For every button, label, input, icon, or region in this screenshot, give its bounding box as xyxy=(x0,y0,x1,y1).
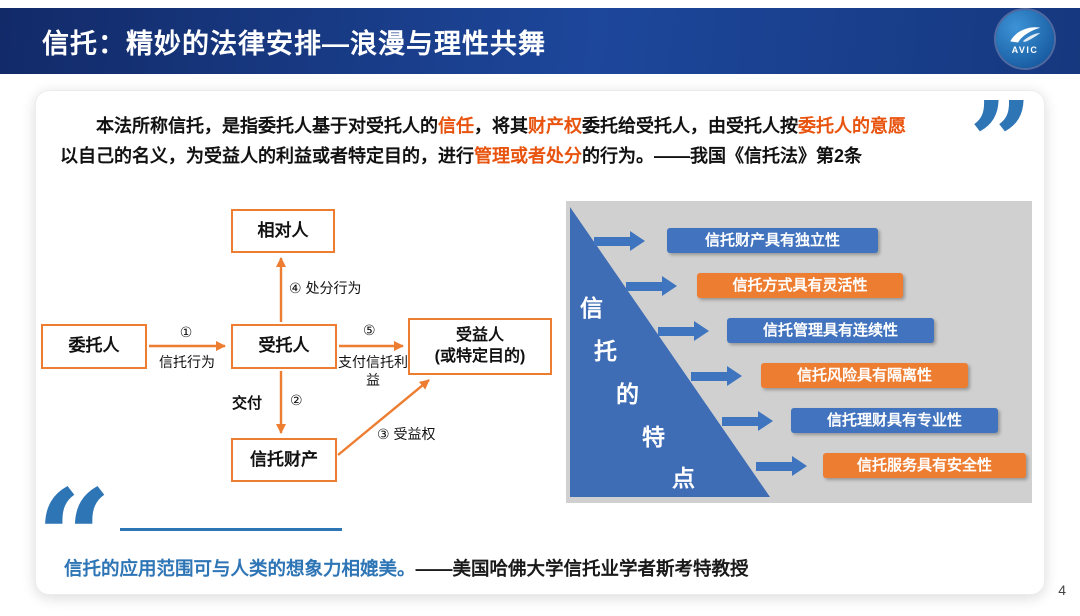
header-bar: 信托：精妙的法律安排—浪漫与理性共舞 xyxy=(0,8,1080,74)
law-text-highlight: 委托人的意愿 xyxy=(798,116,906,136)
law-text-segment: 以自己的名义，为受益人的利益或者特定目的，进行 xyxy=(60,146,474,166)
feature-arrow-icon xyxy=(756,455,807,477)
flow-box-settlor: 委托人 xyxy=(41,324,147,369)
triangle-char: 托 xyxy=(594,338,617,364)
bottom-quote-attribution: ——美国哈佛大学信托业学者斯考特教授 xyxy=(415,558,749,579)
quote-underline xyxy=(120,528,342,531)
law-definition-line2: 以自己的名义，为受益人的利益或者特定目的，进行管理或者处分的行为。——我国《信托… xyxy=(60,141,932,171)
feature-arrow-icon xyxy=(658,320,709,342)
page-number: 4 xyxy=(1058,582,1066,598)
flow-step1-label: 信托行为 xyxy=(159,354,215,370)
flow-step2-number: ② xyxy=(290,392,303,408)
triangle-char: 点 xyxy=(672,465,695,491)
feature-item: 信托方式具有灵活性 xyxy=(697,273,903,298)
flow-step1-number: ① xyxy=(179,324,193,340)
law-definition-line1: 本法所称信托，是指委托人基于对受托人的信任，将其财产权委托给受托人，由受托人按委… xyxy=(60,111,932,141)
law-text-segment: ，将其 xyxy=(474,116,528,136)
feature-item: 信托管理具有连续性 xyxy=(727,318,934,343)
plane-icon xyxy=(1010,26,1041,42)
feature-item: 信托理财具有专业性 xyxy=(791,408,998,433)
avic-logo: AVIC xyxy=(996,10,1054,68)
avic-logo-label: AVIC xyxy=(1011,44,1039,55)
flow-box-trust-property: 信托财产 xyxy=(231,438,337,482)
features-panel: 信 托 的 特 点 信托财产具有独立性 信托方式具有灵活性 信托管理具有连续性 … xyxy=(566,201,1032,503)
feature-arrow-icon xyxy=(722,410,773,432)
flow-box-counterparty: 相对人 xyxy=(231,209,335,253)
triangle-char: 特 xyxy=(642,424,665,450)
flow-box-beneficiary-line2: (或特定目的) xyxy=(434,347,526,365)
page-title: 信托：精妙的法律安排—浪漫与理性共舞 xyxy=(42,28,546,59)
feature-item: 信托风险具有隔离性 xyxy=(761,363,968,388)
flow-box-beneficiary-line1: 受益人 xyxy=(455,326,504,344)
triangle-char: 信 xyxy=(580,295,603,321)
flow-step3-label: ③ 受益权 xyxy=(377,426,436,442)
law-definition: 本法所称信托，是指委托人基于对受托人的信任，将其财产权委托给受托人，由受托人按委… xyxy=(60,111,932,171)
flow-box-beneficiary: 受益人 (或特定目的) xyxy=(408,318,552,375)
triangle-shape xyxy=(570,207,770,497)
law-text-segment: 委托给受托人，由受托人按 xyxy=(582,116,798,136)
bottom-quote: 信托的应用范围可与人类的想象力相媲美。——美国哈佛大学信托业学者斯考特教授 xyxy=(64,555,749,581)
flow-step4-label: ④ 处分行为 xyxy=(289,280,362,296)
feature-item: 信托服务具有安全性 xyxy=(823,453,1026,478)
feature-arrow-icon xyxy=(626,275,677,297)
flow-step5-number: ⑤ xyxy=(363,322,376,338)
feature-arrow-icon xyxy=(594,230,645,252)
law-text-highlight: 管理或者处分 xyxy=(474,146,582,166)
quote-open-icon: “ xyxy=(36,461,112,616)
bottom-quote-text: 信托的应用范围可与人类的想象力相媲美。 xyxy=(64,558,416,579)
law-text-segment: 的行为。——我国《信托法》第2条 xyxy=(582,146,863,166)
law-text-highlight: 财产权 xyxy=(528,116,582,136)
law-text-highlight: 信任 xyxy=(438,116,474,136)
feature-arrow-icon xyxy=(691,365,742,387)
flow-box-trustee: 受托人 xyxy=(231,324,337,369)
feature-item: 信托财产具有独立性 xyxy=(667,228,878,253)
content-card: 本法所称信托，是指委托人基于对受托人的信任，将其财产权委托给受托人，由受托人按委… xyxy=(35,77,1045,605)
law-text-segment: 本法所称信托，是指委托人基于对受托人的 xyxy=(96,116,438,136)
flow-step2-label: 交付 xyxy=(232,395,263,412)
triangle-char: 的 xyxy=(616,381,639,407)
flow-step5-label: 支付信托利益 xyxy=(338,354,408,388)
quote-close-icon: ” xyxy=(969,77,1033,206)
